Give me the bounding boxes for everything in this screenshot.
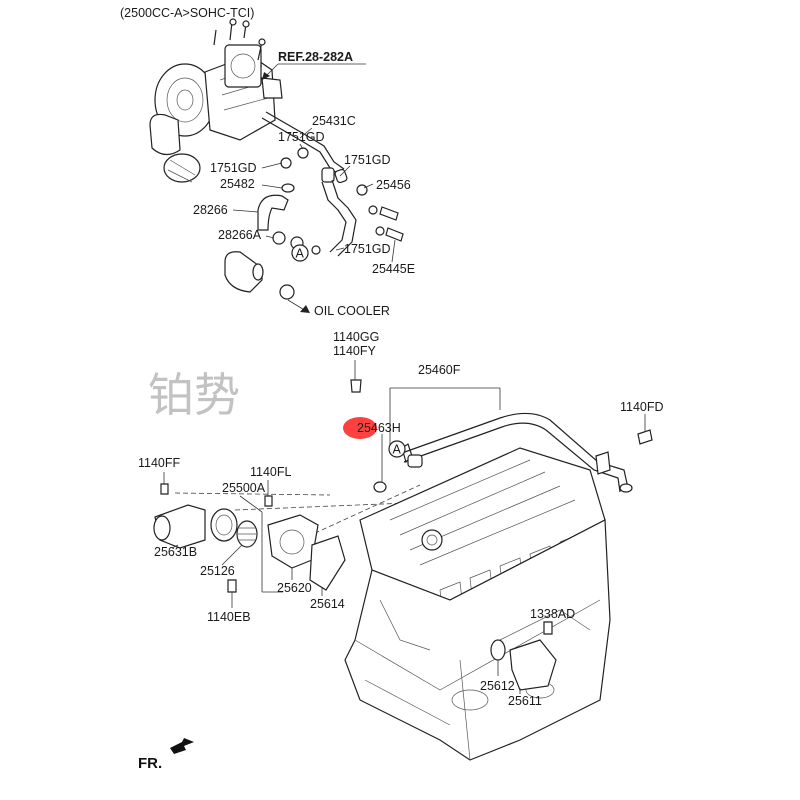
ref-label: REF.28-282A (278, 50, 353, 64)
callout-marker-a-mid (388, 440, 406, 458)
part-25620: 25620 (277, 581, 312, 595)
callout-marker-a-top (291, 244, 309, 262)
part-25614: 25614 (310, 597, 345, 611)
part-28266: 28266 (193, 203, 228, 217)
part-1751GD-d: 1751GD (344, 242, 391, 256)
highlight-marker (343, 417, 377, 439)
turbocharger-drawing (149, 18, 283, 183)
part-1338AD: 1338AD (530, 607, 575, 621)
part-1751GD-c: 1751GD (210, 161, 257, 175)
coolant-pipe-drawing (350, 379, 653, 493)
part-25482: 25482 (220, 177, 255, 191)
oil-lines-drawing (224, 111, 404, 300)
callout-letter-a-top: A (296, 247, 305, 261)
oil-cooler-label: OIL COOLER (314, 304, 390, 318)
part-1751GD-a: 1751GD (278, 130, 325, 144)
part-25126: 25126 (200, 564, 235, 578)
part-1140FF: 1140FF (138, 456, 181, 470)
part-25612: 25612 (480, 679, 515, 693)
variant-title: (2500CC-A>SOHC-TCI) (120, 6, 254, 20)
part-25500A: 25500A (222, 481, 266, 495)
part-1140FY: 1140FY (333, 344, 377, 358)
part-1751GD-b: 1751GD (344, 153, 391, 167)
part-1140FD: 1140FD (620, 400, 664, 414)
part-25460F: 25460F (418, 363, 461, 377)
front-arrow-icon (170, 738, 194, 754)
part-25445E: 25445E (372, 262, 415, 276)
callout-letter-a-mid: A (393, 443, 402, 457)
part-1140FL: 1140FL (250, 465, 292, 479)
part-1140GG: 1140GG (333, 330, 379, 344)
thermostat-group-drawing (153, 483, 346, 593)
watermark: 铂势 (148, 368, 240, 422)
part-25463H: 25463H (357, 421, 401, 435)
part-25611: 25611 (508, 694, 542, 708)
part-25456: 25456 (376, 178, 411, 192)
part-25431C: 25431C (312, 114, 356, 128)
engine-block-drawing (344, 447, 611, 761)
part-1140EB: 1140EB (207, 610, 251, 624)
front-label: FR. (138, 755, 162, 772)
part-25631B: 25631B (154, 545, 197, 559)
part-28266A: 28266A (218, 228, 262, 242)
